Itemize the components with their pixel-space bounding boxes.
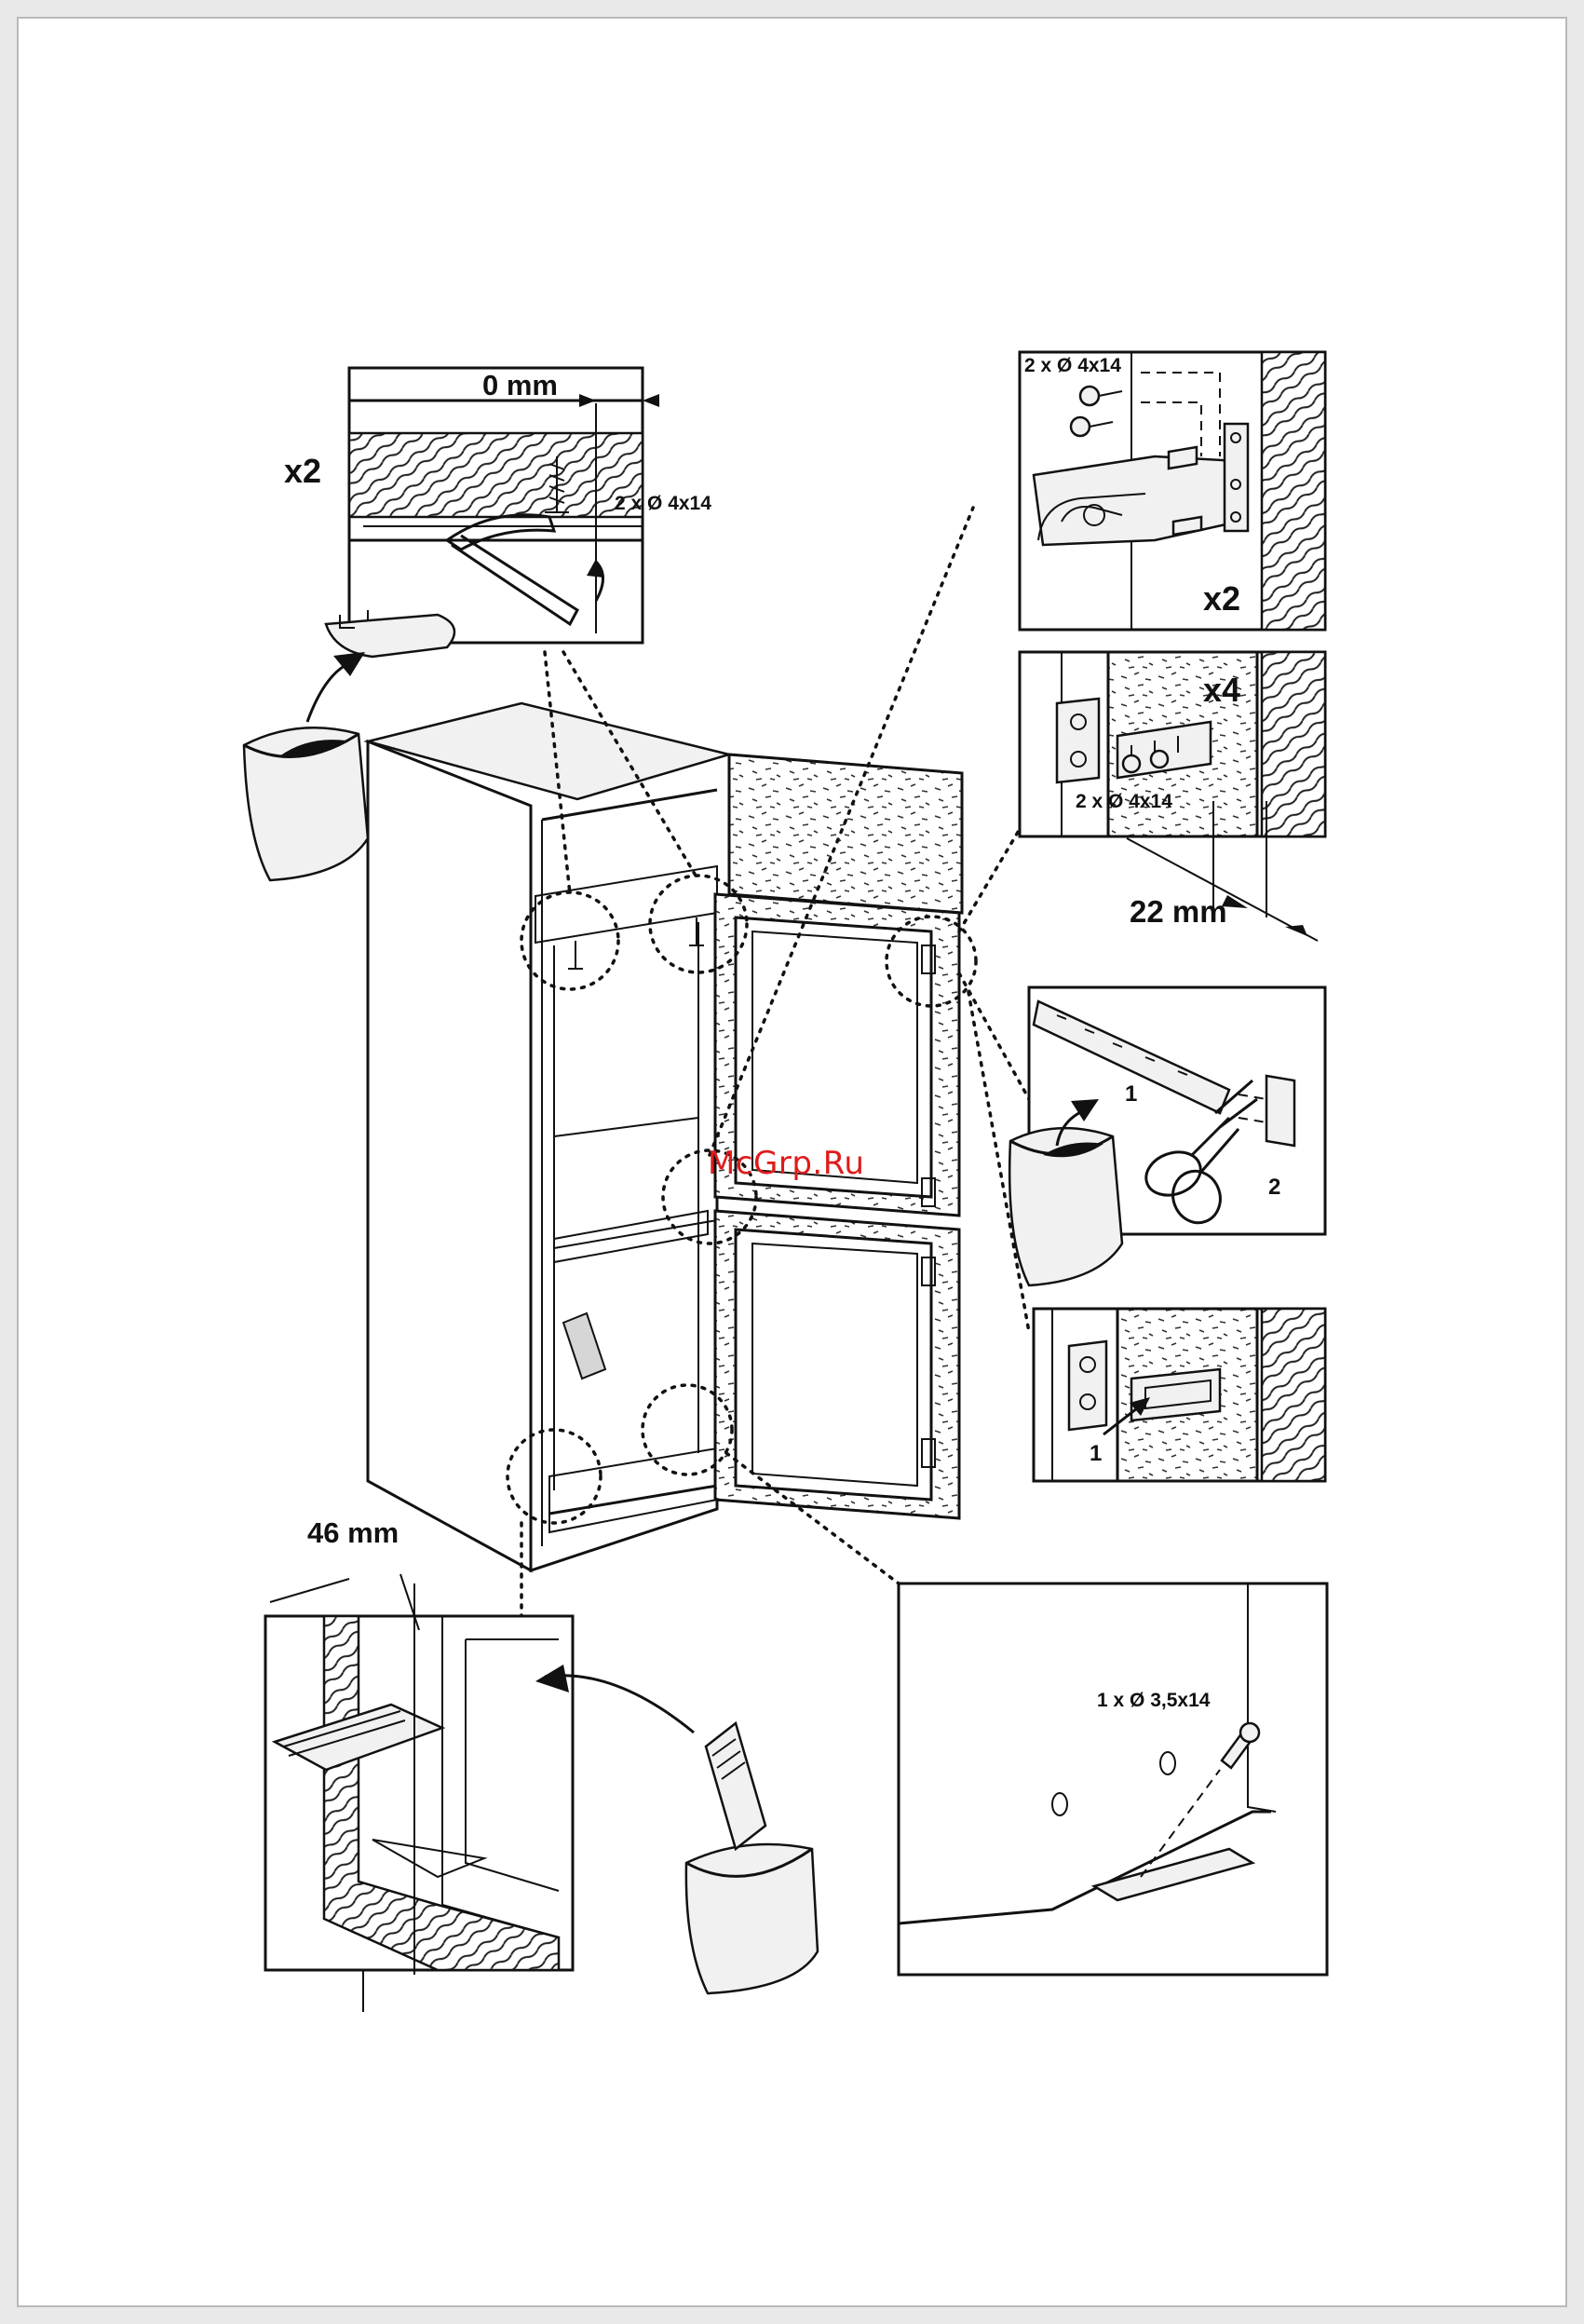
hinge-side-offset: 22 mm [1130,896,1227,927]
hinge-side-multiplier: x4 [1203,673,1240,707]
doors [715,754,962,1518]
accessory-bag-bottom [686,1723,818,1993]
hinge-top-panel [1020,352,1325,630]
rail-slide-panel [1034,1309,1325,1481]
bottom-right-screws: 1 x Ø 3,5x14 [1097,1691,1210,1710]
rail-cut-step-1: 1 [1125,1083,1137,1106]
top-bracket-screws: 2 x Ø 4x14 [615,494,711,513]
watermark: McGrp.Ru [708,1148,864,1179]
top-bracket-panel [349,368,659,643]
rail-cut-step-2: 2 [1268,1176,1280,1199]
bottom-right-panel [899,1583,1327,1975]
hinge-top-multiplier: x2 [1203,582,1240,616]
hinge-top-screws: 2 x Ø 4x14 [1024,356,1121,375]
bottom-left-offset: 46 mm [307,1518,399,1547]
bottom-left-panel [265,1574,694,2012]
hinge-side-screws: 2 x Ø 4x14 [1076,792,1172,811]
bracket-part [307,610,454,722]
accessory-bag-left [244,727,368,880]
top-bracket-multiplier: x2 [284,455,321,488]
cabinet [368,703,729,1570]
top-bracket-gap: 0 mm [482,371,558,400]
rail-slide-step-1: 1 [1090,1443,1102,1465]
